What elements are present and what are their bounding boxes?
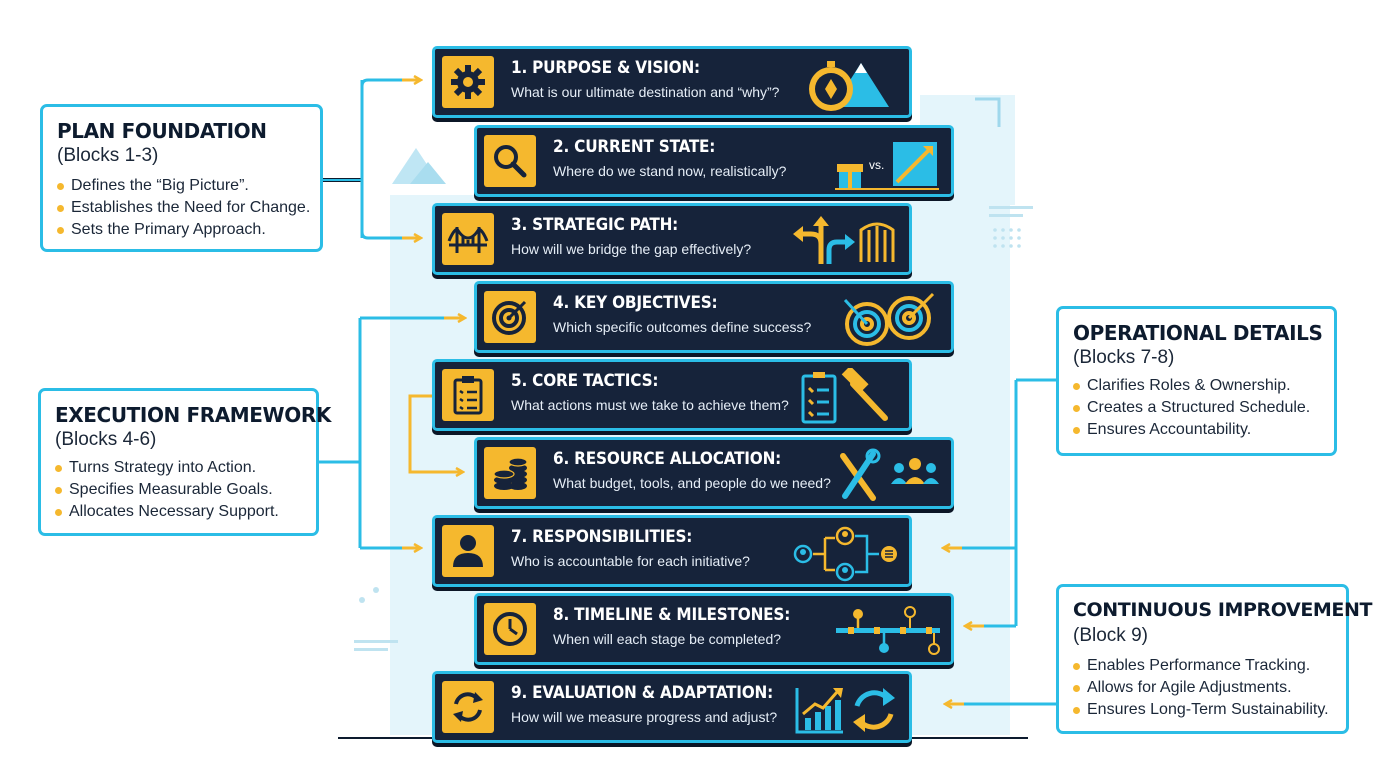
block-title: 9. EVALUATION & ADAPTATION:: [511, 683, 774, 703]
block-question: What budget, tools, and people do we nee…: [553, 475, 831, 491]
block-timeline-milestones[interactable]: 8. TIMELINE & MILESTONES: When will each…: [474, 593, 954, 665]
bullet-icon: [1073, 383, 1080, 390]
list-item: Sets the Primary Approach.: [57, 219, 310, 241]
list-item: Turns Strategy into Action.: [55, 457, 279, 479]
list-item: Ensures Long-Term Sustainability.: [1073, 699, 1329, 721]
block-title: 8. TIMELINE & MILESTONES:: [553, 605, 791, 625]
clipboard-icon: [442, 369, 494, 421]
bridge-icon: [442, 213, 494, 265]
target-icon: [484, 291, 536, 343]
block-title: 6. RESOURCE ALLOCATION:: [553, 449, 782, 469]
chart-cycle-icon: [795, 688, 895, 734]
callout-subtitle: (Blocks 1-3): [57, 145, 159, 166]
block-core-tactics[interactable]: 5. CORE TACTICS: What actions must we ta…: [432, 359, 912, 431]
block-question: Who is accountable for each initiative?: [511, 553, 750, 569]
block-purpose-vision[interactable]: 1. PURPOSE & VISION: What is our ultimat…: [432, 46, 912, 118]
timeline-icon: [836, 606, 940, 655]
background-bracket-icon: [975, 97, 1001, 127]
bullet-icon: [57, 227, 64, 234]
list-item: Enables Performance Tracking.: [1073, 655, 1329, 677]
block-resource-allocation[interactable]: 6. RESOURCE ALLOCATION: What budget, too…: [474, 437, 954, 509]
list-item: Specifies Measurable Goals.: [55, 479, 279, 501]
list-item: Clarifies Roles & Ownership.: [1073, 375, 1310, 397]
callout-operational-details: OPERATIONAL DETAILS (Blocks 7-8) Clarifi…: [1056, 306, 1337, 456]
list-item: Establishes the Need for Change.: [57, 197, 310, 219]
block-key-objectives[interactable]: 4. KEY OBJECTIVES: Which specific outcom…: [474, 281, 954, 353]
callout-list: Turns Strategy into Action. Specifies Me…: [55, 457, 279, 523]
bullet-icon: [57, 183, 64, 190]
background-lines: [354, 587, 398, 651]
block-current-state[interactable]: 2. CURRENT STATE: Where do we stand now,…: [474, 125, 954, 197]
block-question: When will each stage be completed?: [553, 631, 782, 647]
bullet-icon: [1073, 707, 1080, 714]
callout-list: Clarifies Roles & Ownership. Creates a S…: [1073, 375, 1310, 441]
list-item: Creates a Structured Schedule.: [1073, 397, 1310, 419]
bullet-icon: [55, 465, 62, 472]
callout-plan-foundation: PLAN FOUNDATION (Blocks 1-3) Defines the…: [40, 104, 323, 252]
block-title: 4. KEY OBJECTIVES:: [553, 293, 718, 313]
callout-list: Enables Performance Tracking. Allows for…: [1073, 655, 1329, 721]
double-target-icon: [843, 292, 935, 346]
block-question: Where do we stand now, realistically?: [553, 163, 787, 179]
gear-icon: [442, 56, 494, 108]
callout-list: Defines the “Big Picture”. Establishes t…: [57, 175, 310, 241]
block-title: 3. STRATEGIC PATH:: [511, 215, 679, 235]
list-item: Defines the “Big Picture”.: [57, 175, 310, 197]
block-title: 7. RESPONSIBILITIES:: [511, 527, 693, 547]
org-chart-icon: [793, 526, 897, 582]
bullet-icon: [55, 487, 62, 494]
arrows-gate-icon: [793, 216, 895, 264]
bullet-icon: [1073, 427, 1080, 434]
callout-subtitle: (Blocks 4-6): [55, 429, 157, 450]
block-strategic-path[interactable]: 3. STRATEGIC PATH: How will we bridge th…: [432, 203, 912, 275]
callout-title: EXECUTION FRAMEWORK: [55, 403, 331, 427]
callout-title: CONTINUOUS IMPROVEMENT: [1073, 599, 1373, 621]
block-title: 2. CURRENT STATE:: [553, 137, 716, 157]
block-question: How will we bridge the gap effectively?: [511, 241, 752, 257]
list-item: Allows for Agile Adjustments.: [1073, 677, 1329, 699]
bullet-icon: [1073, 663, 1080, 670]
vs-label: vs.: [869, 158, 885, 172]
bullet-icon: [57, 205, 64, 212]
list-item: Ensures Accountability.: [1073, 419, 1310, 441]
person-icon: [442, 525, 494, 577]
magnifier-icon: [484, 135, 536, 187]
bullet-icon: [1073, 685, 1080, 692]
block-responsibilities[interactable]: 7. RESPONSIBILITIES: Who is accountable …: [432, 515, 912, 587]
block-question: Which specific outcomes define success?: [553, 319, 812, 335]
cycle-icon: [442, 681, 494, 733]
block-question: What actions must we take to achieve the…: [511, 397, 789, 413]
bullet-icon: [1073, 405, 1080, 412]
callout-subtitle: (Block 9): [1073, 625, 1148, 646]
block-evaluation-adaptation[interactable]: 9. EVALUATION & ADAPTATION: How will we …: [432, 671, 912, 743]
background-dots: [989, 206, 1033, 248]
block-title: 5. CORE TACTICS:: [511, 371, 659, 391]
bullet-icon: [55, 509, 62, 516]
block-question: What is our ultimate destination and “wh…: [511, 84, 780, 100]
callout-subtitle: (Blocks 7-8): [1073, 347, 1175, 368]
gift-vs-growth-icon: vs.: [833, 134, 941, 192]
clock-icon: [484, 603, 536, 655]
callout-title: PLAN FOUNDATION: [57, 119, 267, 143]
coins-icon: [484, 447, 536, 499]
callout-continuous-improvement: CONTINUOUS IMPROVEMENT (Block 9) Enables…: [1056, 584, 1372, 734]
compass-mountain-icon: [809, 61, 889, 111]
list-item: Allocates Necessary Support.: [55, 501, 279, 523]
callout-title: OPERATIONAL DETAILS: [1073, 321, 1323, 345]
background-mountain-icon: [392, 148, 446, 184]
block-title: 1. PURPOSE & VISION:: [511, 58, 700, 78]
block-question: How will we measure progress and adjust?: [511, 709, 778, 725]
checklist-hammer-icon: [801, 368, 888, 424]
tools-people-icon: [840, 448, 939, 501]
callout-execution-framework: EXECUTION FRAMEWORK (Blocks 4-6) Turns S…: [38, 388, 331, 536]
